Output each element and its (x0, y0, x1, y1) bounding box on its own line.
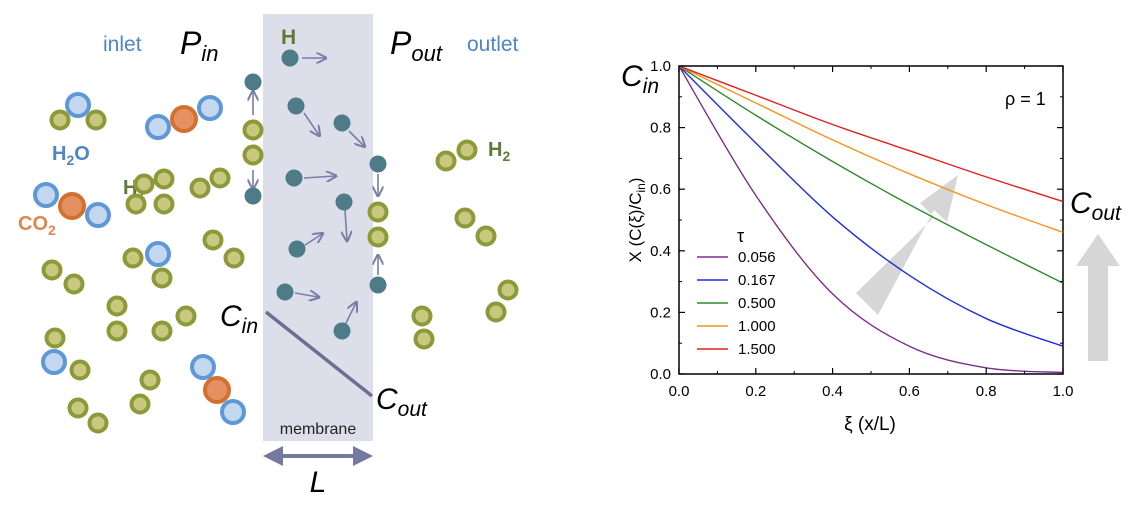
chart-c-in-annotation: Cin (621, 60, 659, 98)
x-tick-label: 0.2 (745, 383, 766, 400)
legend-label: 1.500 (738, 341, 776, 358)
h-atom (285, 169, 303, 187)
h2-molecule (44, 327, 91, 381)
y-tick-label: 0.0 (650, 366, 671, 383)
h2-molecule (454, 207, 497, 247)
y-tick-label: 0.8 (650, 120, 671, 137)
h2-molecule (133, 168, 175, 195)
membrane-label: membrane (280, 421, 357, 438)
length-label: L (310, 466, 327, 499)
orange-atoms (58, 105, 231, 404)
h2o-molecule (41, 349, 67, 375)
co2-molecule (190, 354, 246, 425)
cout-increase-arrow (1076, 234, 1120, 361)
h2-molecule (129, 369, 161, 415)
series-line-2 (678, 65, 1064, 284)
h-atom (244, 187, 262, 205)
h-atom (276, 283, 294, 301)
legend-title: τ (737, 226, 744, 246)
y-tick-label: 0.4 (650, 243, 671, 260)
h2o-molecules (33, 92, 246, 425)
plot-area (678, 65, 1064, 375)
h-atom (369, 276, 387, 294)
co2-label: CO2 (18, 213, 56, 238)
h2-molecule-adsorbed (367, 201, 389, 248)
h-atom (333, 322, 351, 340)
h-atom-paths (253, 58, 378, 326)
p-in-label: Pin (180, 25, 218, 66)
series-line-1 (678, 65, 1064, 347)
h-atom (335, 193, 353, 211)
p-out-label: Pout (390, 25, 443, 66)
h2-molecule (49, 109, 107, 131)
x-tick-label: 0.8 (976, 383, 997, 400)
chart-c-out-annotation: Cout (1070, 187, 1122, 225)
chart: 0.0 0.2 0.4 0.6 0.8 1.0 0.0 0.2 0.4 0.6 0.8 1.0 ρ =… (621, 58, 1122, 435)
h-atom (244, 73, 262, 91)
co2-molecule (33, 182, 111, 228)
membrane-region (263, 14, 373, 441)
h2-molecule (41, 259, 85, 295)
h-atom (281, 49, 299, 67)
h-atom (287, 97, 305, 115)
h2o-molecule (145, 95, 223, 140)
membrane-diagram: inlet Pin Pout outlet H H2O CO2 H2 H2 (18, 14, 519, 499)
legend-label: 0.056 (738, 249, 776, 266)
h2-label-right: H2 (488, 139, 510, 164)
series-line-4 (678, 65, 1064, 203)
x-tick-label: 0.4 (822, 383, 843, 400)
h2-molecules (41, 109, 519, 434)
h2-molecule (151, 305, 197, 342)
y-tick-label: 0.6 (650, 181, 671, 198)
axis-ticks: 0.0 0.2 0.4 0.6 0.8 1.0 0.0 0.2 0.4 0.6 0.8 1.0 (650, 58, 1073, 400)
rho-annotation: ρ = 1 (1005, 89, 1046, 109)
x-axis-label: ξ (x/L) (844, 414, 896, 435)
legend-label: 0.167 (738, 272, 776, 289)
h2-molecule (125, 193, 175, 215)
y-tick-label: 1.0 (650, 58, 671, 75)
h-atom (288, 240, 306, 258)
outlet-label: outlet (467, 33, 519, 56)
h2-molecule (485, 279, 519, 323)
legend-label: 0.500 (738, 295, 776, 312)
h2o-molecule (65, 92, 91, 118)
h2-molecule (202, 229, 245, 269)
x-tick-label: 0.0 (669, 383, 690, 400)
series-line-3 (678, 65, 1064, 233)
h2-molecule (106, 295, 128, 342)
h-atom (333, 114, 351, 132)
trend-arrow-diagonal (856, 175, 958, 315)
legend: τ 0.056 0.167 0.500 1.000 1.500 (697, 226, 776, 358)
h2o-molecule (145, 241, 171, 267)
hydrogen-atom-label: H (281, 26, 296, 49)
x-tick-label: 1.0 (1053, 383, 1074, 400)
h2-molecule (411, 305, 435, 350)
legend-label: 1.000 (738, 318, 776, 335)
series-curves (678, 65, 1064, 374)
water-label: H2O (52, 143, 90, 168)
y-tick-label: 0.2 (650, 304, 671, 321)
inlet-label: inlet (103, 33, 142, 56)
h2-molecule-adsorbed (242, 119, 264, 166)
concentration-profile-line (264, 310, 374, 398)
h-atoms (244, 49, 387, 340)
y-axis-label: X (C(ξ)/Cin) (626, 178, 648, 263)
h-atom (369, 155, 387, 173)
c-out-label: Cout (376, 383, 428, 421)
c-in-label: Cin (220, 300, 258, 338)
h2-molecule (122, 247, 173, 289)
series-line-0 (678, 65, 1064, 374)
h2-molecule (435, 139, 478, 172)
x-tick-label: 0.6 (899, 383, 920, 400)
h2-molecule (67, 397, 109, 434)
h2-molecule (189, 167, 231, 199)
